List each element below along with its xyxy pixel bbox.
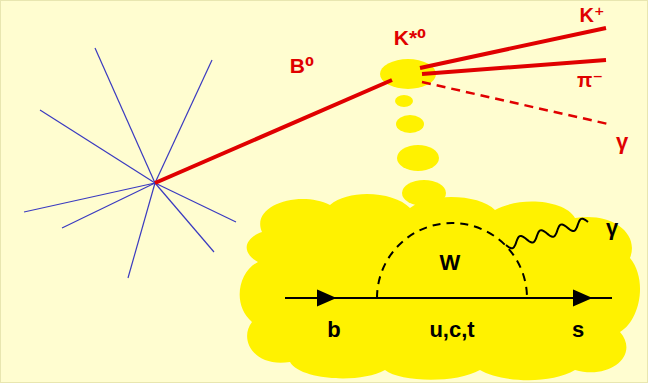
photon-label: γ xyxy=(606,216,618,240)
particle-label: B⁰ xyxy=(290,54,314,77)
particle-label: γ xyxy=(616,130,628,154)
photon-line xyxy=(506,219,588,249)
particle-label: π⁻ xyxy=(577,69,603,91)
quark-label: s xyxy=(572,318,584,342)
decay-tracks xyxy=(155,28,608,183)
quark-label: b xyxy=(327,318,340,342)
particle-label: K⁺ xyxy=(580,4,605,26)
particle-label: K*⁰ xyxy=(394,26,427,49)
decay-blobs xyxy=(240,59,640,380)
feynman-diagram xyxy=(285,219,612,305)
quark-label: u,c,t xyxy=(429,318,474,342)
cloud-blob xyxy=(240,194,640,380)
boson-label: W xyxy=(440,251,461,275)
